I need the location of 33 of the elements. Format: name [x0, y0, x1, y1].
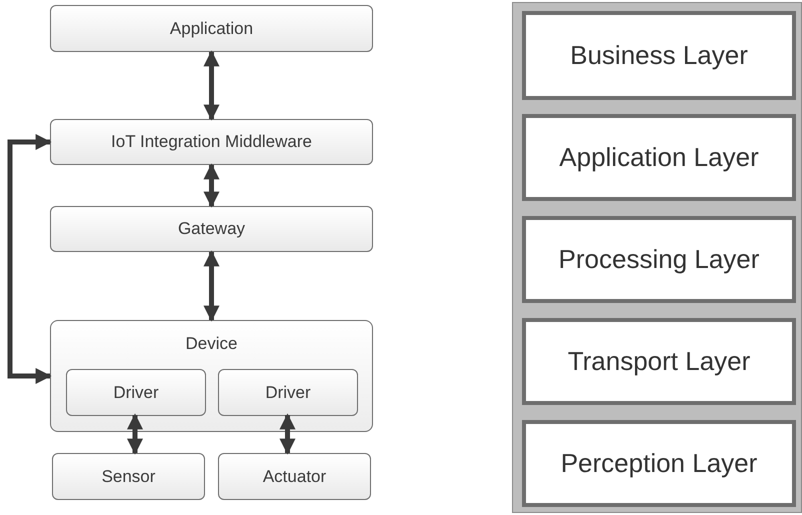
node-label: Perception Layer	[560, 447, 758, 480]
layer-box	[522, 216, 796, 303]
layer-box	[522, 114, 796, 201]
layer-box	[522, 420, 796, 507]
double-arrow	[204, 50, 220, 121]
layer-box	[522, 318, 796, 405]
node-label: Transport Layer	[568, 345, 750, 378]
rounded-box	[50, 119, 373, 165]
node-label: Actuator	[262, 466, 326, 488]
double-arrow	[280, 413, 296, 455]
rounded-box	[50, 5, 373, 52]
double-arrow	[127, 413, 143, 455]
layer-stack-panel	[512, 2, 802, 513]
node-label: Application	[170, 18, 254, 40]
node-label: Business Layer	[570, 39, 748, 72]
node-label: Gateway	[178, 218, 246, 240]
node-label: Driver	[265, 382, 311, 404]
rounded-box	[218, 453, 371, 500]
rounded-box	[50, 206, 373, 252]
node-label: Sensor	[102, 466, 156, 488]
container-box	[50, 320, 373, 432]
node-label: Driver	[113, 382, 159, 404]
rounded-box	[52, 453, 205, 500]
rounded-box	[66, 369, 206, 416]
node-label: Processing Layer	[558, 243, 760, 276]
double-arrow	[204, 163, 220, 208]
rounded-box	[218, 369, 358, 416]
node-label: Device	[186, 333, 238, 354]
double-arrow	[204, 250, 220, 322]
double-arrow	[8, 134, 52, 384]
node-label: Application Layer	[559, 141, 759, 174]
layer-box	[522, 11, 796, 100]
node-label: IoT Integration Middleware	[111, 131, 312, 153]
